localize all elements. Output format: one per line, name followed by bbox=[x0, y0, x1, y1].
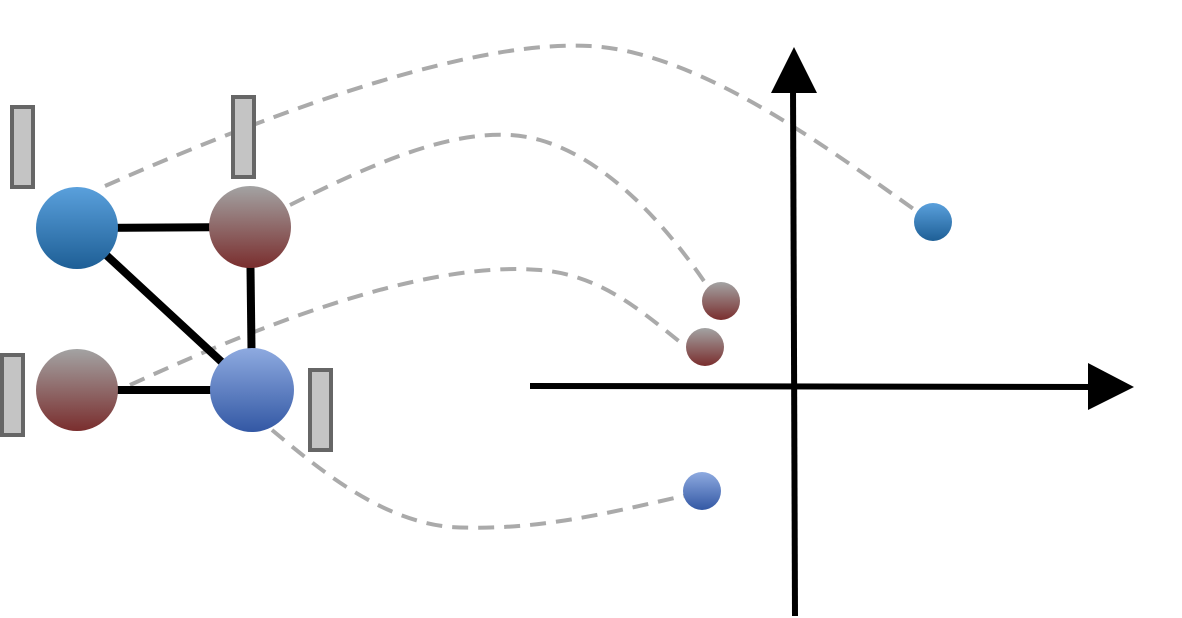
feature-bar-n2 bbox=[231, 95, 256, 179]
graph-nodes bbox=[36, 186, 294, 432]
embedding-axes bbox=[529, 47, 1134, 617]
feature-bar-n1 bbox=[10, 105, 35, 189]
embedding-points bbox=[683, 203, 952, 510]
feature-bar-n3 bbox=[0, 353, 25, 437]
mapping-link-n3 bbox=[129, 267, 682, 387]
embedding-mapping-links bbox=[104, 43, 917, 530]
mapping-link-n2 bbox=[289, 132, 712, 292]
embedding-point-n3 bbox=[686, 328, 724, 366]
embedding-point-n4 bbox=[683, 472, 721, 510]
x-axis-arrowhead bbox=[1088, 363, 1134, 410]
mapping-link-n1 bbox=[104, 43, 917, 212]
embedding-point-n1 bbox=[914, 203, 952, 241]
embedding-point-n2 bbox=[702, 282, 740, 320]
y-axis-arrowhead bbox=[771, 47, 817, 93]
feature-bar-n4 bbox=[308, 368, 333, 452]
x-axis-line bbox=[529, 383, 1099, 390]
graph-node-n1 bbox=[36, 187, 118, 269]
graph-node-n4 bbox=[210, 348, 294, 432]
y-axis-line bbox=[790, 85, 798, 617]
graph-node-n3 bbox=[36, 349, 118, 431]
mapping-link-n4 bbox=[270, 428, 693, 530]
feature-bars bbox=[0, 95, 333, 452]
graph-node-n2 bbox=[209, 186, 291, 268]
